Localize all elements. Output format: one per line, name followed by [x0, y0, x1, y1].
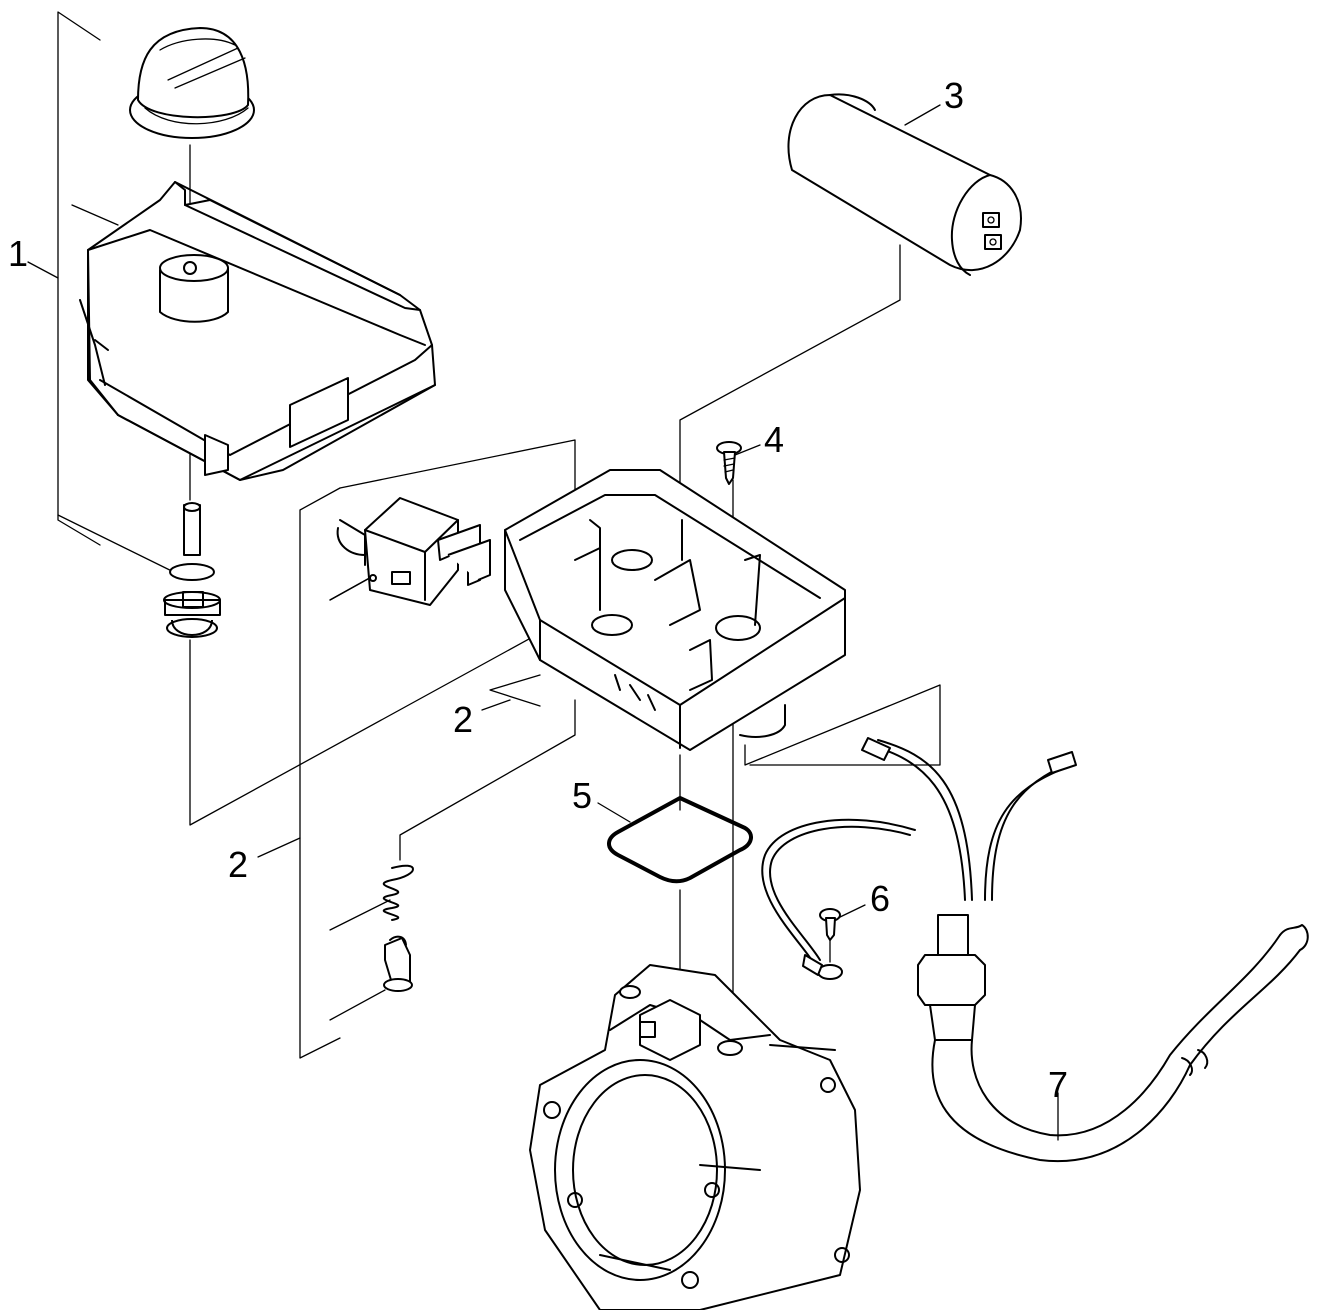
callout-2-switch: 2	[228, 844, 248, 885]
micro-switch	[336, 497, 491, 606]
callout-7: 7	[1048, 1064, 1068, 1105]
knob	[129, 27, 255, 139]
gasket	[607, 796, 753, 884]
cable-assembly	[861, 737, 1309, 1163]
spring	[383, 864, 414, 921]
callouts: 1 2 2 3 4 5 6 7	[8, 75, 1068, 1105]
capacitor	[787, 93, 1022, 276]
callout-5: 5	[572, 775, 592, 816]
callout-6: 6	[870, 878, 890, 919]
plunger	[383, 935, 413, 992]
callout-3: 3	[944, 75, 964, 116]
ground-screw	[761, 818, 916, 980]
junction-box	[504, 469, 846, 751]
callout-1: 1	[8, 233, 28, 274]
callout-4: 4	[764, 419, 784, 460]
screw-4	[716, 441, 742, 485]
callout-2-box: 2	[453, 699, 473, 740]
leader-lines	[27, 104, 1059, 1141]
pump-housing	[529, 964, 861, 1310]
cover-lid	[79, 181, 436, 481]
spindle	[163, 502, 221, 638]
